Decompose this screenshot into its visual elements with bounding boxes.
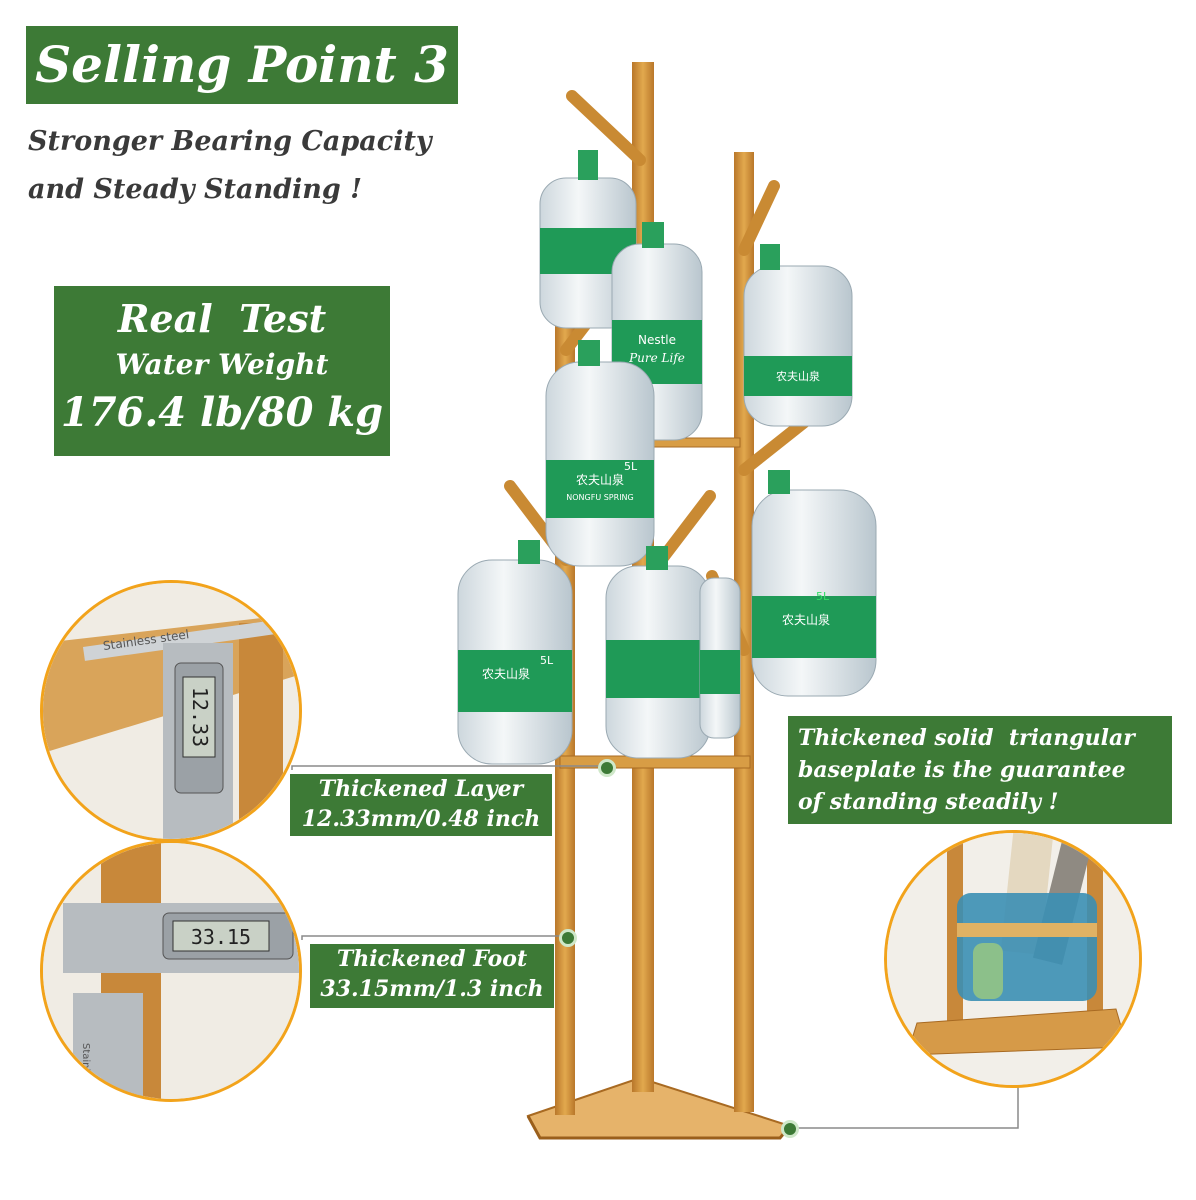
svg-text:NONGFU SPRING: NONGFU SPRING [566,493,633,502]
caliper-photo-foot: 33.15 Stainless steel [40,840,302,1102]
real-test-heading: Real Test [117,296,327,341]
svg-text:农夫山泉: 农夫山泉 [482,667,530,681]
connector-lines [291,765,1019,1129]
water-weight-label: Water Weight [115,348,329,381]
thickened-foot-callout: Thickened Foot 33.15mm/1.3 inch [310,944,554,1008]
weight-value: 176.4 lb/80 kg [60,389,384,436]
real-test-badge: Real Test Water Weight 176.4 lb/80 kg [54,286,390,456]
callout-base-line-3: of standing steadily ! [798,789,1059,815]
svg-text:农夫山泉: 农夫山泉 [576,473,624,487]
callout-base-line-1: Thickened solid triangular [798,725,1135,751]
subtitle-line-2: and Steady Standing ! [28,174,363,205]
base-marker-dot [781,1120,799,1138]
water-bottles: Nestle Pure Life 农夫山泉 农夫山泉 NONGFU SPRING… [457,150,877,765]
svg-text:农夫山泉: 农夫山泉 [782,613,830,627]
callout-layer-value: 12.33mm/0.48 inch [301,806,541,832]
baseplate-callout: Thickened solid triangular baseplate is … [788,716,1172,824]
callout-foot-title: Thickened Foot [336,946,528,972]
svg-text:5L: 5L [540,654,554,667]
foot-marker-dot [559,929,577,947]
svg-text:5L: 5L [624,460,638,473]
caliper-photo-layer: Stainless steel 12.33 [40,580,302,842]
callout-layer-title: Thickened Layer [318,776,524,802]
thickened-layer-callout: Thickened Layer 12.33mm/0.48 inch [290,774,552,836]
callout-foot-value: 33.15mm/1.3 inch [320,976,544,1002]
svg-text:33.15: 33.15 [191,925,251,949]
subtitle-line-1: Stronger Bearing Capacity [28,126,432,157]
callout-base-line-2: baseplate is the guarantee [798,757,1126,783]
layer-marker-dot [598,759,616,777]
svg-text:农夫山泉: 农夫山泉 [776,369,820,383]
svg-text:Nestle: Nestle [638,333,676,347]
svg-text:12.33: 12.33 [188,687,212,747]
svg-text:5L: 5L [816,590,830,603]
baseplate-basket-photo [884,830,1142,1088]
page-title: Selling Point 3 [26,26,458,104]
svg-text:Pure Life: Pure Life [628,351,685,365]
subtitle: Stronger Bearing Capacity and Steady Sta… [28,118,488,214]
